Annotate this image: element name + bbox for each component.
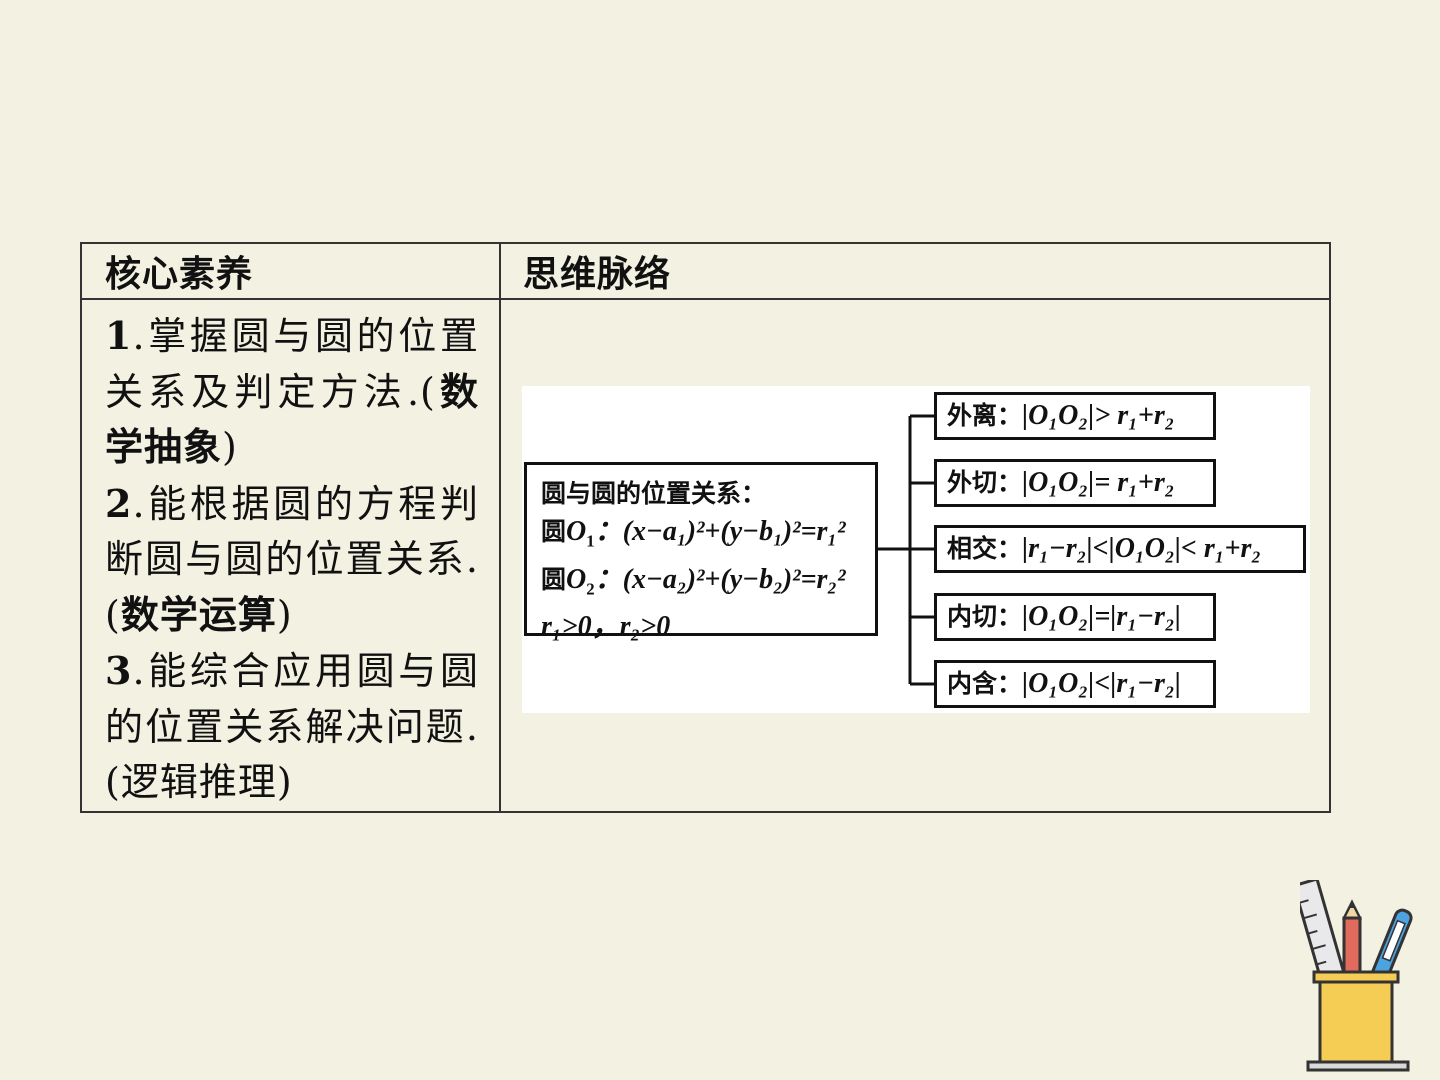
result-contained: 内含：|O₁O₂|<|r₁−r₂| — [934, 660, 1216, 708]
goal-number: 2 — [105, 480, 133, 526]
goal-1: 1.掌握圆与圆的位置关系及判定方法.(数学抽象) — [105, 308, 479, 476]
header-row: 核心素养 思维脉络 — [80, 242, 1331, 300]
diagram-connectors — [878, 414, 934, 686]
goal-number: 1 — [105, 313, 133, 358]
goal-close: ) — [276, 592, 293, 637]
radius-condition: r₁>0，r₂>0 — [541, 611, 671, 643]
circle2-equation: 圆O2：(x−a₂)²+(y−b₂)²=r₂² — [541, 563, 846, 599]
result-external-tangent: 外切：|O₁O₂|= r₁+r₂ — [934, 459, 1216, 507]
result-internal-tangent: 内切：|O₁O₂|=|r₁−r₂| — [934, 593, 1216, 641]
header-thinking-outline: 思维脉络 — [499, 242, 1331, 300]
goal-number: 3 — [105, 648, 133, 693]
header-core-competency: 核心素养 — [80, 242, 501, 300]
result-separate: 外离：|O₁O₂|> r₁+r₂ — [934, 392, 1216, 440]
goal-3: 3.能综合应用圆与圆的位置关系解决问题.(逻辑推理) — [105, 643, 479, 811]
circle1-equation: 圆O1：(x−a₁)²+(y−b₁)²=r₁² — [541, 516, 846, 551]
goal-text: .能综合应用圆与圆的位置关系解决问题.(逻辑推理) — [105, 649, 479, 804]
content-table: 核心素养 思维脉络 1.掌握圆与圆的位置关系及判定方法.(数学抽象) 2.能根据… — [80, 242, 1331, 813]
goal-tag: 数学运算 — [120, 592, 277, 637]
circle-relation-diagram: 圆与圆的位置关系： 圆O1：(x−a₁)²+(y−b₁)²=r₁² 圆O2：(x… — [522, 386, 1310, 713]
diagram-cell: 圆与圆的位置关系： 圆O1：(x−a₁)²+(y−b₁)²=r₁² 圆O2：(x… — [499, 298, 1331, 813]
goal-2: 2.能根据圆的方程判断圆与圆的位置关系.(数学运算) — [105, 476, 479, 644]
learning-goals: 1.掌握圆与圆的位置关系及判定方法.(数学抽象) 2.能根据圆的方程判断圆与圆的… — [80, 298, 501, 813]
result-intersect: 相交：|r₁−r₂|<|O₁O₂|< r₁+r₂ — [934, 525, 1306, 573]
goal-text: .能根据圆的方程判断圆与圆的位置关系.( — [105, 481, 479, 637]
body-row: 1.掌握圆与圆的位置关系及判定方法.(数学抽象) 2.能根据圆的方程判断圆与圆的… — [80, 298, 1331, 813]
relation-definition-box: 圆与圆的位置关系： 圆O1：(x−a₁)²+(y−b₁)²=r₁² 圆O2：(x… — [524, 462, 878, 642]
pencil-cup-icon — [1292, 877, 1430, 1079]
goal-close: ) — [222, 425, 238, 469]
goal-tag: 数学抽象 — [105, 369, 479, 470]
diagram-main-title: 圆与圆的位置关系： — [541, 479, 767, 508]
goal-text: .掌握圆与圆的位置关系及判定方法.( — [105, 314, 479, 414]
